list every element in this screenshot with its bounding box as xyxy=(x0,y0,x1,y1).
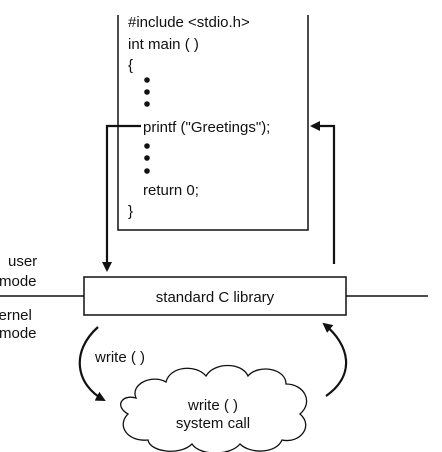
code-ellipsis-lower xyxy=(144,143,150,174)
code-ellipsis-upper xyxy=(144,77,150,107)
system-call-label-line2: system call xyxy=(176,415,250,432)
kernel-mode-label-line2: mode xyxy=(0,325,37,342)
write-call-arrow xyxy=(78,326,106,401)
kernel-mode-label-line1: kernel xyxy=(0,307,32,324)
user-mode-label-line1: user xyxy=(8,253,37,270)
library-return-arrow xyxy=(310,121,336,264)
write-call-label: write ( ) xyxy=(94,349,145,366)
ellipsis-dot xyxy=(144,89,150,95)
ellipsis-dot xyxy=(144,155,150,161)
ellipsis-dot xyxy=(144,101,150,107)
ellipsis-dot xyxy=(144,168,150,174)
code-line-return: return 0; xyxy=(143,182,199,199)
system-call-label-line1: write ( ) xyxy=(187,397,238,414)
code-line-main: int main ( ) xyxy=(128,36,199,53)
code-line-close-brace: } xyxy=(128,203,133,220)
code-line-printf: printf ("Greetings"); xyxy=(143,119,270,136)
system-call-return-arrow xyxy=(322,322,348,397)
printf-to-library-arrow xyxy=(102,124,141,272)
code-line-include: #include <stdio.h> xyxy=(128,14,250,31)
system-call-cloud xyxy=(120,364,308,452)
program-code-box xyxy=(117,15,309,231)
user-mode-label-line2: mode xyxy=(0,273,37,290)
standard-c-library-label: standard C library xyxy=(156,289,275,306)
ellipsis-dot xyxy=(144,77,150,83)
standard-c-library-box xyxy=(83,276,347,316)
code-line-open-brace: { xyxy=(128,57,133,74)
ellipsis-dot xyxy=(144,143,150,149)
